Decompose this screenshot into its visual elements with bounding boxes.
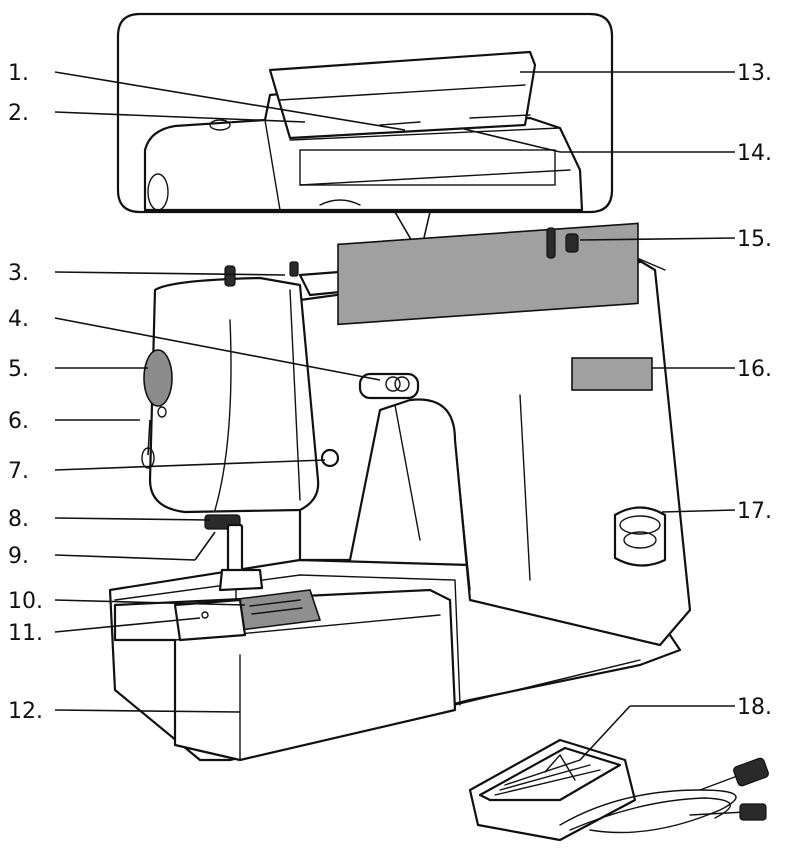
callout-label-14: 14.: [737, 141, 772, 166]
callout-label-10: 10.: [8, 589, 43, 614]
foot-controller: [468, 738, 769, 842]
callout-label-7: 7.: [8, 459, 29, 484]
callout-label-6: 6.: [8, 409, 29, 434]
callout-label-5: 5.: [8, 357, 29, 382]
callout-label-9: 9.: [8, 544, 29, 569]
callout-label-2: 2.: [8, 101, 29, 126]
callout-label-1: 1.: [8, 61, 29, 86]
callout-labels: 1. 2. 3. 4. 5. 6. 7. 8. 9. 10. 11. 12. 1…: [8, 61, 772, 724]
callout-label-18: 18.: [737, 695, 772, 720]
callout-label-13: 13.: [737, 61, 772, 86]
sewing-machine-body: [108, 222, 692, 762]
callout-label-15: 15.: [737, 227, 772, 252]
callout-label-8: 8.: [8, 507, 29, 532]
inset-zoom-panel: [116, 12, 614, 258]
callout-label-3: 3.: [8, 261, 29, 286]
callout-label-11: 11.: [8, 621, 43, 646]
leader-lines: [54, 71, 736, 761]
callout-label-12: 12.: [8, 699, 43, 724]
callout-label-17: 17.: [737, 499, 772, 524]
callout-label-16: 16.: [737, 357, 772, 382]
callout-label-4: 4.: [8, 307, 29, 332]
